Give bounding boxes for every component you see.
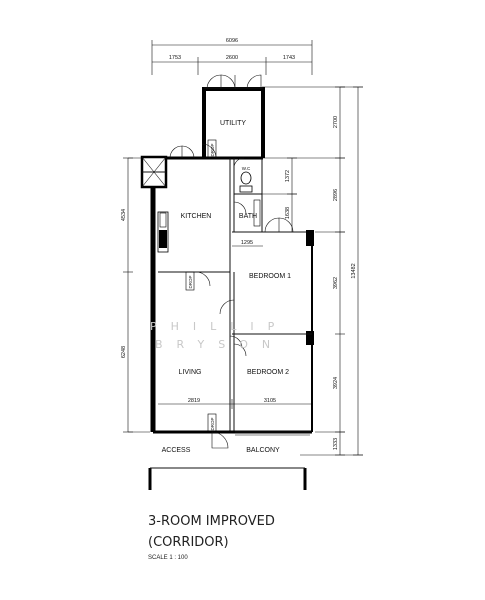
dim-right-utility: 2700	[333, 116, 339, 128]
label-utility: UTILITY	[220, 120, 246, 127]
label-kitchen: KITCHEN	[181, 213, 212, 220]
label-living: LIVING	[179, 369, 202, 376]
dim-right-wc: 1372	[285, 170, 291, 182]
dim-right-bath: 1638	[285, 207, 291, 219]
label-bath: BATH	[239, 213, 257, 220]
dim-right-balcony: 1333	[333, 438, 339, 450]
dim-right-overall: 13482	[351, 263, 357, 278]
watermark-line-1: PHILLIP	[150, 320, 288, 333]
dim-right-wc-bath: 2896	[333, 189, 339, 201]
label-balcony: BALCONY	[246, 447, 280, 454]
dim-left-living: 6248	[121, 346, 127, 358]
watermark-line-2: BRYSON	[155, 338, 284, 351]
doors	[169, 74, 294, 449]
dim-top-mid: 2600	[226, 55, 238, 61]
dim-right-bed2: 3924	[333, 377, 339, 389]
label-access: ACCESS	[162, 447, 191, 454]
label-drop-utility: DROP	[210, 143, 215, 156]
dim-bed2-width: 3105	[264, 398, 276, 404]
label-bedroom-1: BEDROOM 1	[249, 273, 291, 280]
dim-top-overall: 6096	[226, 38, 238, 44]
title-line-1: 3-ROOM IMPROVED	[148, 514, 275, 529]
dim-living-width: 2819	[188, 398, 200, 404]
label-drop-access: DROP	[210, 417, 215, 430]
label-wc: W.C	[242, 166, 251, 171]
dimension-lines	[123, 40, 363, 456]
dim-bath-width: 1295	[241, 240, 253, 246]
scale-note: SCALE 1 : 100	[148, 555, 188, 561]
label-bedroom-2: BEDROOM 2	[247, 369, 289, 376]
dim-top-right: 1743	[283, 55, 295, 61]
dim-right-bed1: 3962	[333, 277, 339, 289]
label-drop-kitchen: DROP	[188, 275, 193, 288]
title-line-2: (CORRIDOR)	[148, 535, 229, 550]
walls	[140, 87, 314, 490]
dim-top-left: 1753	[169, 55, 181, 61]
dim-left-kitchen: 4534	[121, 209, 127, 221]
